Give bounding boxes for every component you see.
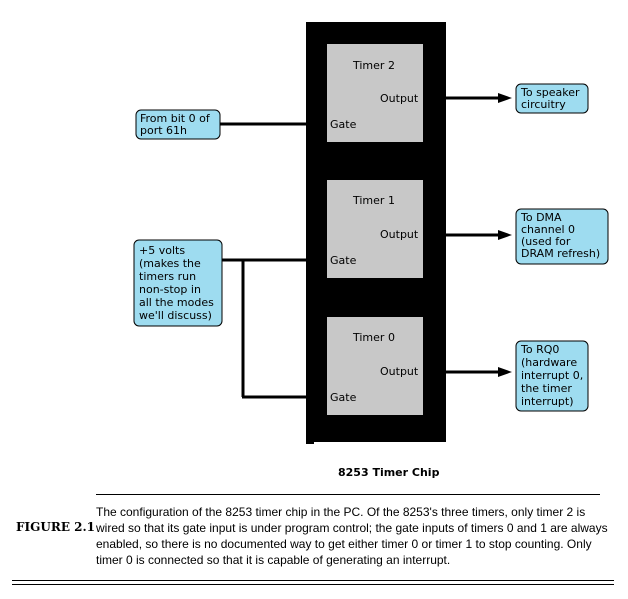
volts-label-line-1: +5 volts <box>139 244 185 257</box>
irq-label: To RQ0 (hardware interrupt 0, the timer … <box>515 340 589 412</box>
timer-1-gate: Gate <box>330 254 357 267</box>
volts-label: +5 volts (makes the timers run non-stop … <box>133 239 223 327</box>
volts-label-line-2: (makes the <box>139 257 201 270</box>
timer-2-output: Output <box>380 92 419 105</box>
figure-label: FIGURE 2.1 <box>16 520 96 534</box>
chip-notch <box>306 440 314 444</box>
irq-label-line-4: the timer <box>521 382 572 395</box>
irq-label-line-2: (hardware <box>521 356 577 369</box>
irq-label-line-3: interrupt 0, <box>521 369 583 382</box>
caption-bottom-rule <box>12 580 614 585</box>
speaker-label: To speaker circuitry <box>515 83 589 114</box>
timer-2-name: Timer 2 <box>352 59 395 72</box>
timer-1-output: Output <box>380 228 419 241</box>
volts-label-line-3: timers run <box>139 270 196 283</box>
volts-label-line-6: we'll discuss) <box>139 309 212 322</box>
dma-label-line-4: DRAM refresh) <box>521 247 600 260</box>
irq-arrow <box>498 367 512 377</box>
timer-0-name: Timer 0 <box>352 331 395 344</box>
port-label: From bit 0 of port 61h <box>135 109 221 140</box>
speaker-arrow <box>498 93 512 103</box>
dma-arrow <box>498 230 512 240</box>
figure-caption-text: The configuration of the 8253 timer chip… <box>96 505 608 567</box>
timer-2-box: Timer 2 Output Gate <box>327 44 423 142</box>
caption-top-rule <box>96 494 600 495</box>
volts-label-line-4: non-stop in <box>139 283 201 296</box>
timer-1-box: Timer 1 Output Gate <box>327 180 423 278</box>
figure-caption: FIGURE 2.1 The configuration of the 8253… <box>0 494 628 594</box>
chip-caption: 8253 Timer Chip <box>338 466 440 479</box>
timer-0-gate: Gate <box>330 391 357 404</box>
volts-label-line-5: all the modes <box>139 296 214 309</box>
timer-chip-diagram: Timer 2 Output Gate Timer 1 Output Gate … <box>133 22 609 479</box>
dma-label-line-1: To DMA <box>520 211 562 224</box>
timer-2-gate: Gate <box>330 118 357 131</box>
dma-label: To DMA channel 0 (used for DRAM refresh) <box>515 208 609 265</box>
timer-0-output: Output <box>380 365 419 378</box>
speaker-label-line-2: circuitry <box>521 98 566 111</box>
dma-label-line-3: (used for <box>521 235 571 248</box>
irq-label-line-5: interrupt) <box>521 395 574 408</box>
port-label-line-1: From bit 0 of <box>140 112 211 125</box>
irq-label-line-1: To RQ0 <box>520 343 559 356</box>
timer-1-name: Timer 1 <box>352 194 395 207</box>
dma-label-line-2: channel 0 <box>521 223 575 236</box>
timer-0-box: Timer 0 Output Gate <box>327 317 423 415</box>
port-label-line-2: port 61h <box>140 124 187 137</box>
speaker-label-line-1: To speaker <box>520 86 580 99</box>
